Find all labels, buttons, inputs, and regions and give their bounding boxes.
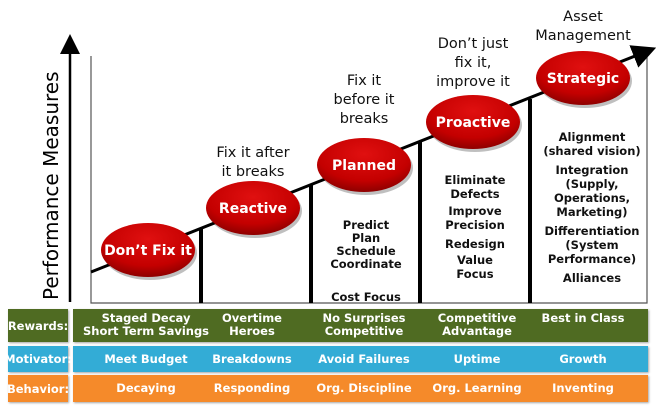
stage-ellipse (101, 223, 195, 277)
stage-caption: Asset (563, 9, 603, 25)
stage-caption: it breaks (222, 164, 285, 180)
stage-proactive: Proactive Don’t just fix it, improve it Elim… (426, 36, 522, 281)
cell-line: Responding (213, 381, 291, 395)
stage-detail: Cost Focus (331, 290, 401, 304)
row-cell: Decaying (116, 382, 175, 395)
staircase-diagram: Performance Measures Don’t Fix it Reactiv… (39, 9, 657, 304)
stage-caption: improve it (436, 74, 510, 90)
stage-detail: Predict (343, 218, 390, 232)
cell-line: Inventing (552, 381, 614, 395)
stage-ellipse (536, 51, 630, 105)
row-cell: Best in Class (542, 312, 625, 325)
cell-line: Overtime (222, 311, 282, 325)
cell-line: Uptime (453, 351, 501, 366)
row-motivator: Meet Budget Breakdowns Avoid Failures Uptim… (73, 346, 648, 372)
stage-detail: Alliances (563, 271, 621, 285)
stage-detail: (System (565, 238, 618, 252)
row-cell: Meet Budget (104, 351, 188, 366)
stage-strategic: Strategic AssetManagementAlignment(shared… (535, 9, 640, 285)
stage-detail: Redesign (445, 237, 505, 251)
stage-caption: Don’t just (438, 36, 509, 52)
cell-line: Competitive (324, 324, 404, 338)
stage-detail: Eliminate (445, 173, 506, 187)
stage-don-t-fix-it: Don’t Fix it (101, 223, 197, 280)
stage-label: Planned (332, 158, 396, 174)
stage-caption: Fix it after (216, 145, 289, 161)
cell-line: Short Term Savings (82, 324, 210, 338)
row-cell: Inventing (552, 382, 614, 395)
cell-line: Decaying (116, 381, 176, 395)
stage-caption: before it (334, 92, 395, 108)
row-label-behavior: Behavior: (7, 375, 69, 402)
cell-line: Staged Decay (101, 311, 191, 325)
stage-detail: Precision (445, 218, 505, 232)
stage-detail: Value (457, 253, 493, 267)
stage-detail: Performance) (548, 252, 636, 266)
cell-line: Best in Class (541, 311, 625, 325)
cell-line: Org. Learning (432, 381, 522, 395)
cell-line: Competitive (437, 311, 517, 325)
stage-detail: Operations, (554, 191, 630, 205)
stage-label: Don’t Fix it (104, 243, 192, 259)
cell-line: Avoid Failures (318, 351, 410, 366)
stage-ellipse (317, 138, 411, 192)
frame (90, 55, 648, 304)
cell-line: No Surprises (322, 311, 406, 325)
stage-detail: Differentiation (545, 224, 640, 238)
stage-detail: Marketing) (556, 205, 627, 219)
row-cell: Growth (559, 351, 607, 366)
row-cell: Org. Discipline (316, 382, 411, 395)
stage-caption: Fix it (347, 73, 382, 89)
stage-reactive: Reactive Fix it after it breaks (206, 145, 302, 238)
stage-planned: Planned Fix it before it breaksPredictPlanS… (317, 73, 413, 304)
stage-ellipse (426, 95, 520, 149)
stage-detail: Coordinate (330, 257, 402, 271)
cell-line: Meet Budget (104, 351, 188, 366)
stage-caption: fix it, (455, 55, 492, 71)
stage-label: Strategic (547, 71, 619, 87)
axis-label: Performance Measures (39, 71, 63, 300)
step-bars (199, 99, 532, 303)
row-cell: Org. Learning (432, 382, 521, 395)
stage-caption: Management (535, 28, 631, 44)
cell-line: Growth (559, 351, 607, 366)
stage-detail: Improve (448, 204, 502, 218)
row-behavior: Decaying Responding Org. Discipline Org. Le… (73, 375, 648, 402)
row-label-rewards: Rewards: (8, 309, 68, 342)
row-cell: Uptime (453, 351, 501, 366)
cell-line: Advantage (442, 324, 512, 338)
stage-detail: Defects (450, 187, 499, 201)
stage-ellipse (206, 181, 300, 235)
stage-detail: Alignment (559, 130, 626, 144)
row-cell: Avoid Failures (318, 351, 410, 366)
stage-label: Reactive (219, 201, 287, 217)
row-cell: Breakdowns (212, 351, 292, 366)
stage-detail: Plan (352, 231, 380, 245)
row-label-motivator: Motivator: (4, 346, 72, 372)
stage-label: Proactive (436, 115, 511, 131)
stage-detail: Integration (556, 163, 629, 177)
row-cell: Responding (214, 382, 290, 395)
cell-line: Heroes (229, 324, 275, 338)
stage-detail: Focus (456, 267, 493, 281)
stage-detail: Schedule (336, 244, 395, 258)
stage-detail: (shared vision) (543, 144, 640, 158)
stage-detail: (Supply, (565, 177, 618, 191)
cell-line: Breakdowns (212, 351, 292, 366)
cell-line: Org. Discipline (316, 381, 412, 395)
stage-caption: breaks (340, 111, 389, 127)
